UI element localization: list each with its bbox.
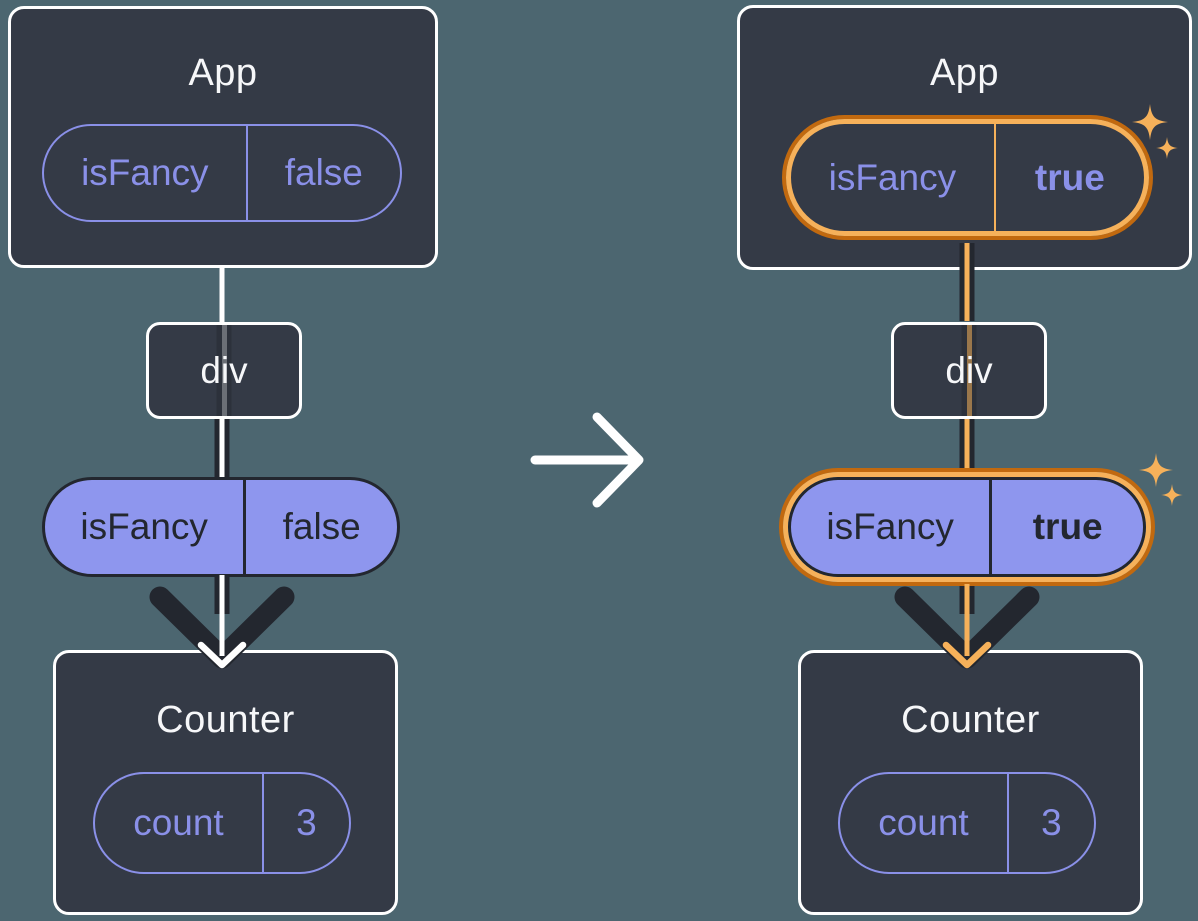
- after-app-state-highlight-ring: isFancy true: [782, 115, 1153, 240]
- before-counter-state-pill: count 3: [93, 772, 351, 874]
- after-app-title: App: [929, 52, 1000, 94]
- before-div-label: div: [200, 349, 248, 391]
- prop-name: isFancy: [791, 480, 993, 574]
- state-name: count: [95, 774, 264, 872]
- state-name: isFancy: [44, 126, 248, 220]
- state-value: true: [1034, 156, 1105, 198]
- sparkle-icon: [1161, 484, 1183, 506]
- after-passed-prop-pill: isFancy true: [788, 477, 1146, 577]
- transition-right-arrow-icon: [530, 412, 644, 508]
- after-div-label: div: [945, 349, 993, 391]
- state-name: count: [840, 774, 1009, 872]
- before-passed-prop-pill: isFancy false: [42, 477, 400, 577]
- state-value: false: [284, 152, 363, 193]
- before-app-state-pill: isFancy false: [42, 124, 402, 222]
- after-counter-state-pill: count 3: [838, 772, 1096, 874]
- before-counter-title: Counter: [156, 699, 295, 741]
- sparkle-icon: [1139, 453, 1173, 487]
- after-app-state-pill: isFancy true: [791, 124, 1144, 231]
- wire-passthrough-stripe: [216, 325, 232, 416]
- state-name: isFancy: [791, 124, 996, 231]
- after-counter-title: Counter: [901, 699, 1040, 741]
- after-div-card: div: [891, 322, 1047, 419]
- prop-value: false: [282, 506, 361, 547]
- after-passed-prop-highlight-ring: isFancy true: [779, 468, 1155, 586]
- state-value: 3: [1041, 802, 1062, 843]
- wire-passthrough-stripe: [961, 325, 977, 416]
- before-app-title: App: [188, 52, 258, 94]
- prop-name: isFancy: [45, 480, 247, 574]
- state-value: 3: [296, 802, 317, 843]
- prop-value: true: [1032, 506, 1103, 547]
- before-div-card: div: [146, 322, 302, 419]
